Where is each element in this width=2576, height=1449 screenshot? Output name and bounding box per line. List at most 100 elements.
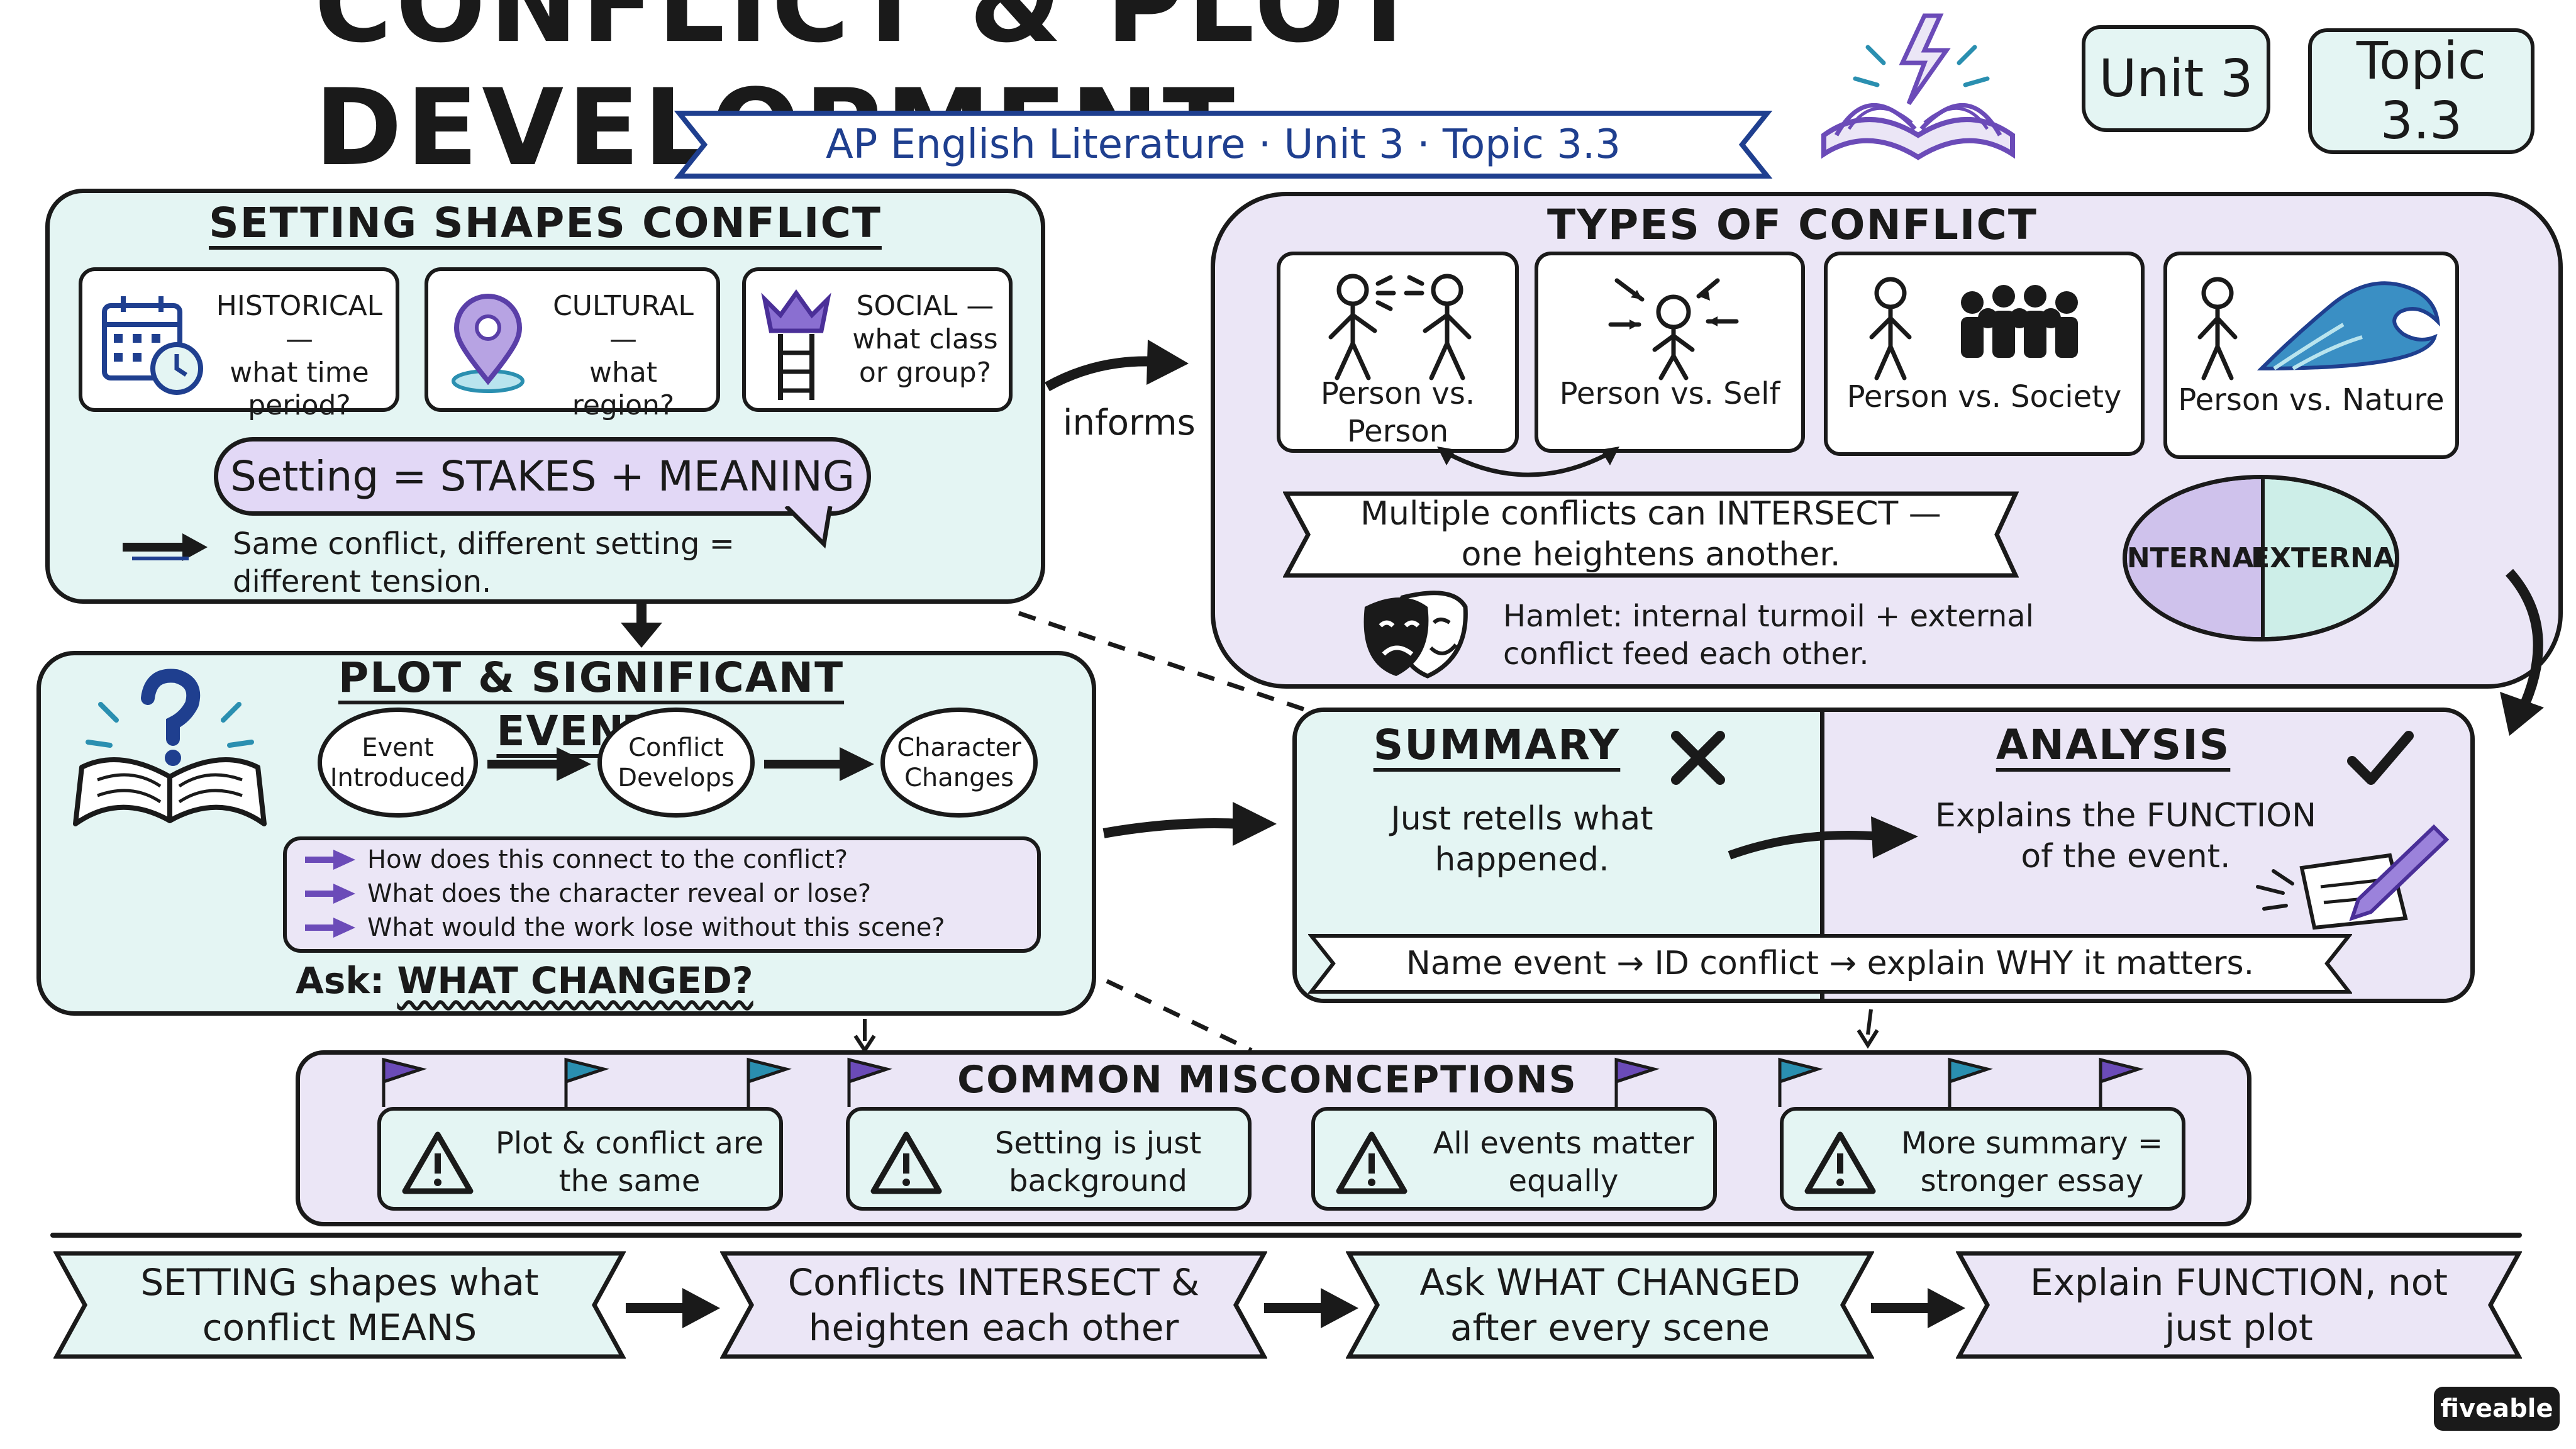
cultural-card: CULTURAL — what region? xyxy=(425,267,720,421)
check-mark-icon xyxy=(2347,731,2414,785)
down-curve-arrow xyxy=(2500,569,2544,736)
formula-text: Name event → ID conflict → explain WHY i… xyxy=(1406,945,2255,982)
purple-arrow-icon xyxy=(305,850,355,870)
calendar-clock-icon xyxy=(102,296,203,395)
question-row: How does this connect to the conflict? xyxy=(302,843,1038,877)
arrow-right-icon xyxy=(123,533,208,561)
historical-card-body: what time period? xyxy=(230,356,369,422)
analysis-body: Explains the FUNCTION of the event. xyxy=(1935,797,2316,875)
plot-panel-title: PLOT & SIGNIFICANT EVENTS xyxy=(338,653,845,755)
ask-prefix: Ask: xyxy=(296,959,385,1002)
informs-label: informs xyxy=(1063,402,1196,443)
social-card-title: SOCIAL — xyxy=(856,290,994,322)
conflict-card-person-nature: Person vs. Nature xyxy=(2163,252,2459,459)
subtitle-ribbon xyxy=(674,111,1773,179)
setting-panel-title: SETTING SHAPES CONFLICT xyxy=(209,199,882,247)
types-panel-title: TYPES OF CONFLICT xyxy=(1547,201,2038,249)
informs-arrow xyxy=(1045,340,1189,391)
misconceptions-title: COMMON MISCONCEPTIONS xyxy=(957,1058,1577,1102)
conflict-card-person-society-label: Person vs. Society xyxy=(1846,379,2122,414)
step-event-introduced: Event Introduced xyxy=(318,708,478,818)
purple-arrow-icon xyxy=(305,918,355,938)
questions-box xyxy=(283,836,1041,953)
question-row: What does the character reveal or lose? xyxy=(302,877,1038,911)
question-text: How does this connect to the conflict? xyxy=(367,845,848,874)
takeaway-ribbon-1 xyxy=(53,1251,626,1359)
step-conflict-develops: Conflict Develops xyxy=(597,708,755,818)
warning-icon xyxy=(402,1131,474,1194)
crown-ladder-icon xyxy=(761,289,831,400)
takeaway-arrow xyxy=(1871,1288,1965,1328)
step-character-changes: Character Changes xyxy=(880,708,1038,818)
takeaway-1: SETTING shapes what conflict MEANS xyxy=(140,1260,539,1350)
warning-icon xyxy=(1336,1131,1407,1194)
brand-logo: fiveable xyxy=(2434,1387,2560,1431)
takeaway-2: Conflicts INTERSECT & heighten each othe… xyxy=(787,1260,1200,1350)
formula-ribbon xyxy=(1308,934,2352,994)
conflict-card-person-nature-label: Person vs. Nature xyxy=(2178,382,2445,418)
misconception-card: More summary = stronger essay xyxy=(1780,1107,2185,1211)
ask-line: Ask: WHAT CHANGED? xyxy=(296,959,753,1002)
conflict-card-person-society: Person vs. Society xyxy=(1824,252,2145,456)
setting-equation: Setting = STAKES + MEANING xyxy=(214,437,871,516)
step-arrow-2 xyxy=(764,747,874,781)
wave-icon xyxy=(2197,277,2441,380)
takeaway-arrow xyxy=(626,1288,720,1328)
conflict-card-person-person-label: Person vs. Person xyxy=(1320,376,1475,449)
historical-card-title: HISTORICAL — xyxy=(216,290,383,355)
takeaway-3: Ask WHAT CHANGED after every scene xyxy=(1419,1260,1801,1350)
small-down-arrow xyxy=(1857,1009,1879,1049)
misconception-card: All events matter equally xyxy=(1311,1107,1717,1211)
speech-tail xyxy=(784,506,833,549)
misconception-card: Setting is just background xyxy=(846,1107,1252,1211)
historical-card: HISTORICAL — what time period? xyxy=(79,267,399,421)
intersect-ribbon xyxy=(1283,491,2019,578)
setting-note: Same conflict, different setting = diffe… xyxy=(233,526,735,599)
analysis-title: ANALYSIS xyxy=(1996,721,2231,769)
unit-tag: Unit 3 xyxy=(2082,25,2270,132)
misconception-text: More summary = stronger essay xyxy=(1901,1126,2163,1199)
conflict-card-person-person: Person vs. Person xyxy=(1277,252,1519,453)
takeaway-arrow xyxy=(1264,1288,1358,1328)
step-arrow-1 xyxy=(487,747,591,781)
purple-arrow-icon xyxy=(305,884,355,904)
page-subtitle: AP English Literature · Unit 3 · Topic 3… xyxy=(825,121,1621,168)
misconception-text: Setting is just background xyxy=(994,1126,1202,1199)
warning-icon xyxy=(1804,1131,1876,1194)
takeaway-ribbon-2 xyxy=(720,1251,1267,1359)
x-mark-icon xyxy=(1671,731,1725,785)
theater-mask-icon xyxy=(1363,591,1468,679)
crowd-icon xyxy=(1869,277,2078,380)
cultural-card-title: CULTURAL — xyxy=(553,290,694,355)
plot-panel xyxy=(36,651,1096,1016)
map-pin-icon xyxy=(452,294,525,393)
social-card: SOCIAL — what class or group? xyxy=(742,267,1013,412)
book-question-icon xyxy=(73,669,267,826)
misconception-text: Plot & conflict are the same xyxy=(495,1126,764,1199)
two-people-icon xyxy=(1328,274,1472,380)
cultural-card-body: what region? xyxy=(572,356,675,422)
conflict-card-person-self-label: Person vs. Self xyxy=(1559,376,1780,411)
misconception-card: Plot & conflict are the same xyxy=(377,1107,783,1211)
question-text: What does the character reveal or lose? xyxy=(367,879,872,908)
pencil-paper-icon xyxy=(2256,824,2450,930)
small-down-arrow xyxy=(853,1019,876,1053)
flag-bunting xyxy=(382,1057,2144,1107)
intersect-note: Multiple conflicts can INTERSECT — one h… xyxy=(1360,495,1941,574)
internal-external-oval: INTERNAL EXTERNAL xyxy=(2123,475,2399,641)
ask-emphasis: WHAT CHANGED? xyxy=(397,959,753,1002)
lightning-book-icon xyxy=(1821,13,2015,160)
down-arrow xyxy=(621,601,662,648)
social-card-body: what class or group? xyxy=(852,323,998,389)
section-divider xyxy=(50,1233,2522,1238)
summary-title: SUMMARY xyxy=(1373,721,1621,769)
link-arrow xyxy=(1437,447,1619,477)
plot-to-analysis-arrow xyxy=(1102,802,1277,846)
takeaway-ribbon-4 xyxy=(1956,1251,2522,1359)
warning-icon xyxy=(870,1131,942,1194)
question-row: What would the work lose without this sc… xyxy=(302,911,1038,945)
misconception-text: All events matter equally xyxy=(1433,1126,1694,1199)
question-text: What would the work lose without this sc… xyxy=(367,913,945,942)
hamlet-note: Hamlet: internal turmoil + external conf… xyxy=(1503,599,2034,672)
takeaway-4: Explain FUNCTION, not just plot xyxy=(2030,1260,2448,1350)
